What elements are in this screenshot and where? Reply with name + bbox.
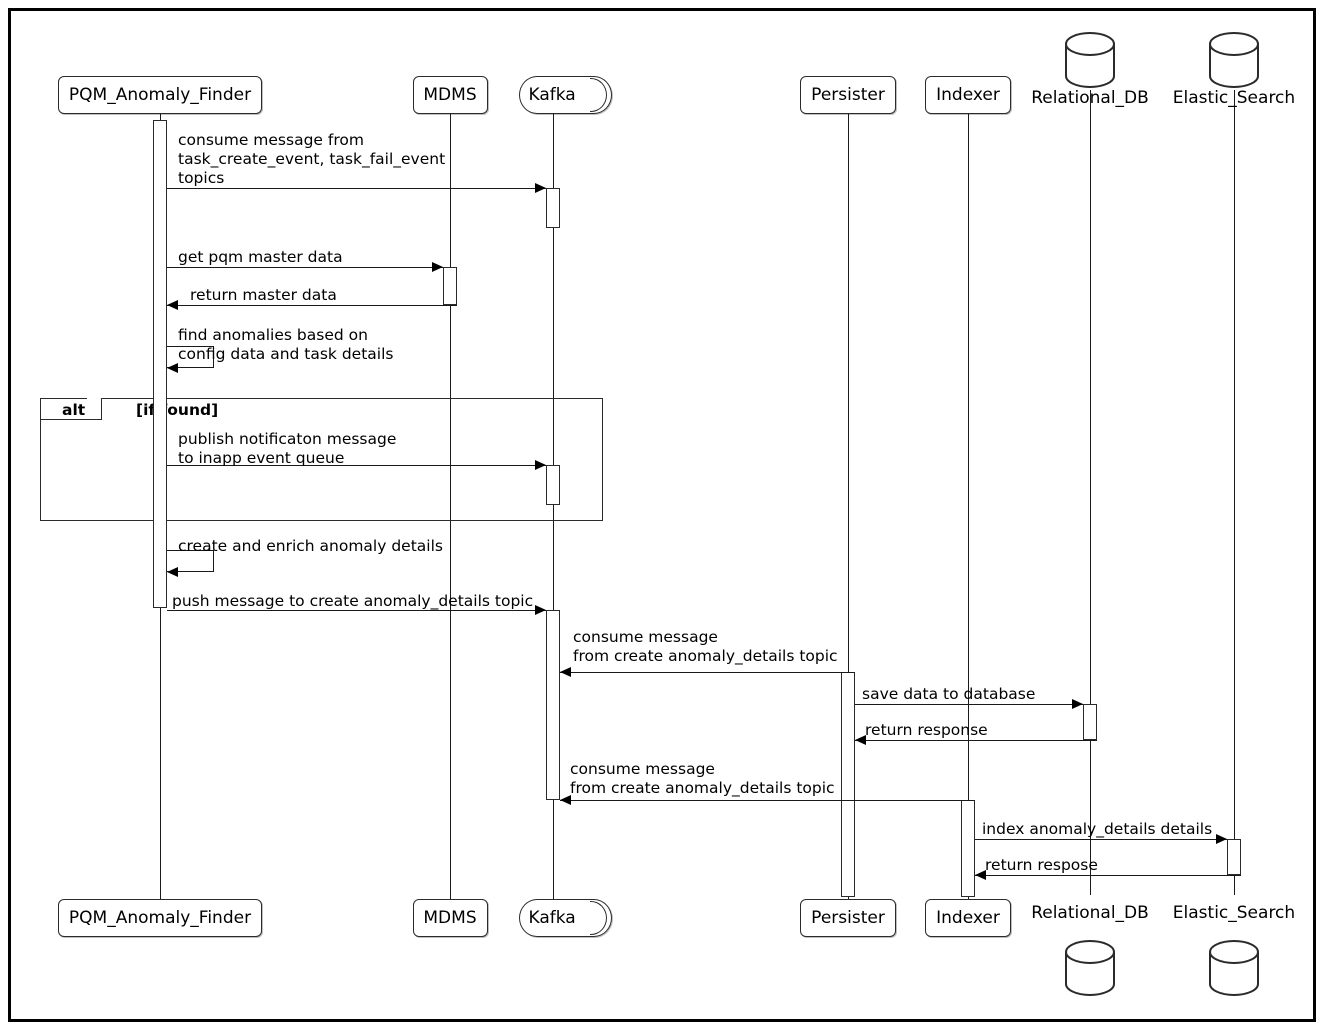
message-label-m4: find anomalies based on config data and … [178, 326, 394, 363]
lifeline-indexer [968, 114, 969, 899]
self-message-m6 [167, 550, 214, 572]
activation-bar-pqm-0 [153, 120, 167, 608]
queue-cap-icon [589, 78, 607, 112]
arrowhead-m6 [167, 567, 178, 577]
fragment-alt [40, 398, 603, 521]
participant-box-pqm: PQM_Anomaly_Finder [58, 76, 262, 114]
message-line-m3 [167, 305, 457, 306]
participant-label-persister: Persister [811, 907, 885, 928]
message-label-m12: index anomaly_details details [982, 820, 1213, 838]
participant-label-es: Elastic_Search [1172, 88, 1296, 108]
participant-box-pqm: PQM_Anomaly_Finder [58, 899, 262, 937]
diagram-frame-border [8, 8, 1316, 1022]
participant-box-persister: Persister [800, 76, 896, 114]
message-label-m9: save data to database [862, 685, 1036, 703]
participant-box-indexer: Indexer [925, 899, 1011, 937]
arrowhead-m8 [560, 667, 571, 677]
arrowhead-m4 [167, 363, 178, 373]
lifeline-rdb [1090, 90, 1091, 895]
activation-bar-mdms-2 [443, 267, 457, 305]
self-message-m4 [167, 346, 214, 368]
activation-bar-persister-5 [841, 672, 855, 897]
message-line-m9 [855, 704, 1083, 705]
arrowhead-m2 [432, 262, 443, 272]
lifeline-kafka [553, 114, 554, 899]
lifeline-es [1234, 90, 1235, 895]
participant-queue-kafka: Kafka [518, 899, 612, 937]
message-line-m13 [975, 875, 1241, 876]
message-label-m1: consume message from task_create_event, … [178, 131, 446, 187]
message-line-m8 [560, 672, 855, 673]
message-line-m7 [167, 610, 546, 611]
participant-box-indexer: Indexer [925, 76, 1011, 114]
arrowhead-m11 [560, 795, 571, 805]
database-icon-es [1208, 32, 1260, 88]
participant-label-indexer: Indexer [936, 907, 1000, 928]
participant-label-persister: Persister [811, 84, 885, 105]
database-icon-es [1208, 940, 1260, 996]
message-line-m10 [855, 740, 1097, 741]
participant-box-mdms: MDMS [412, 76, 488, 114]
participant-queue-kafka: Kafka [518, 76, 612, 114]
fragment-guard-label: [if found] [136, 401, 219, 419]
participant-label-es: Elastic_Search [1172, 903, 1296, 923]
database-icon-rdb [1064, 940, 1116, 996]
activation-bar-kafka-4 [546, 610, 560, 800]
arrowhead-m12 [1216, 834, 1227, 844]
queue-cap-icon [589, 901, 607, 935]
lifeline-mdms [450, 114, 451, 899]
lifeline-persister [848, 114, 849, 899]
arrowhead-m9 [1072, 699, 1083, 709]
activation-bar-rdb-6 [1083, 704, 1097, 740]
message-label-m5: publish notificaton message to inapp eve… [178, 430, 397, 467]
participant-box-mdms: MDMS [412, 899, 488, 937]
participant-label-pqm: PQM_Anomaly_Finder [68, 907, 252, 928]
message-label-m3: return master data [190, 286, 337, 304]
participant-label-rdb: Relational_DB [1031, 903, 1149, 923]
activation-bar-kafka-1 [546, 188, 560, 228]
participant-label-kafka: Kafka [528, 908, 576, 928]
message-label-m7: push message to create anomaly_details t… [172, 592, 534, 610]
message-label-m2: get pqm master data [178, 248, 343, 266]
participant-label-pqm: PQM_Anomaly_Finder [68, 84, 252, 105]
database-icon-rdb [1064, 32, 1116, 88]
participant-label-mdms: MDMS [423, 84, 477, 105]
message-line-m11 [560, 800, 975, 801]
participant-label-kafka: Kafka [528, 85, 576, 105]
message-label-m13: return respose [985, 856, 1098, 874]
message-line-m1 [167, 188, 546, 189]
activation-bar-es-8 [1227, 839, 1241, 875]
participant-label-rdb: Relational_DB [1031, 88, 1149, 108]
activation-bar-kafka-3 [546, 465, 560, 505]
message-line-m12 [975, 839, 1227, 840]
fragment-operator-label: alt [62, 401, 86, 419]
arrowhead-m5 [535, 460, 546, 470]
fragment-operator-tab [40, 397, 102, 420]
arrowhead-m7 [535, 605, 546, 615]
message-label-m11: consume message from create anomaly_deta… [570, 760, 835, 797]
arrowhead-m13 [975, 870, 986, 880]
arrowhead-m10 [855, 735, 866, 745]
message-line-m2 [167, 267, 443, 268]
message-line-m5 [167, 465, 546, 466]
participant-box-persister: Persister [800, 899, 896, 937]
arrowhead-m3 [167, 300, 178, 310]
participant-label-indexer: Indexer [936, 84, 1000, 105]
activation-bar-indexer-7 [961, 800, 975, 897]
message-label-m8: consume message from create anomaly_deta… [573, 628, 838, 665]
message-label-m10: return response [865, 721, 988, 739]
participant-label-mdms: MDMS [423, 907, 477, 928]
message-label-m6: create and enrich anomaly details [178, 537, 443, 555]
arrowhead-m1 [535, 183, 546, 193]
